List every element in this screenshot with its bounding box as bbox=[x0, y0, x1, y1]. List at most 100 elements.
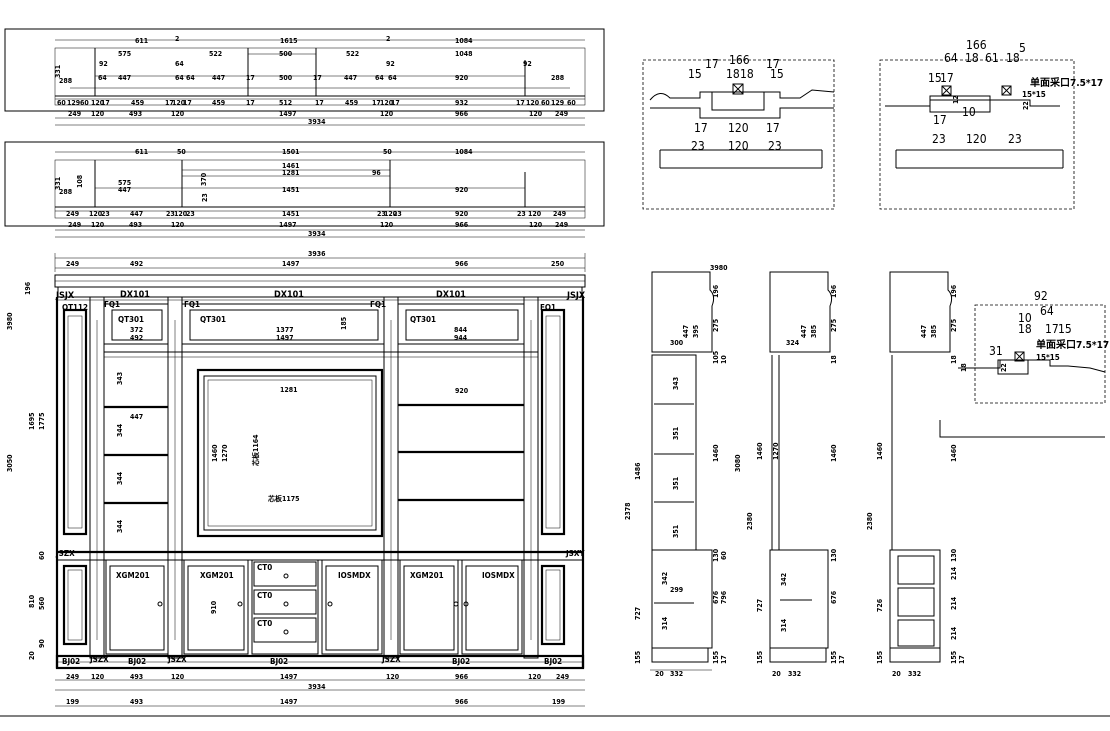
plan-a-dim: 120 bbox=[380, 110, 394, 118]
detail-2-dim: 17 bbox=[933, 113, 947, 127]
elev-dim: 60 bbox=[38, 551, 46, 560]
section-1-dim: 60 bbox=[720, 551, 728, 560]
plan-a-dim: 459 bbox=[212, 99, 225, 107]
plan-a-dim: 64 bbox=[175, 74, 184, 82]
detail-2-dim: 18 bbox=[1006, 51, 1020, 65]
detail-3-dim: 64 bbox=[1040, 304, 1054, 318]
elev-top-seg: 249 bbox=[66, 260, 79, 268]
elev-label: QT301 bbox=[118, 315, 144, 324]
detail-2-note: 15*15 bbox=[1022, 90, 1046, 99]
detail-3-dim: 18 bbox=[1018, 322, 1032, 336]
section-1-dim: 275 bbox=[712, 319, 720, 332]
section-2-dim: 20 bbox=[772, 670, 781, 678]
plan-a-dim: 64 bbox=[186, 74, 195, 82]
detail-2-dim: 22 bbox=[1022, 101, 1030, 110]
section-1-dim: 447 bbox=[682, 325, 690, 338]
elev-dim: 1775 bbox=[38, 412, 46, 430]
elev-label: XGM201 bbox=[410, 571, 444, 580]
plan-a-dim: 92 bbox=[386, 60, 395, 68]
elev-label: XGM201 bbox=[200, 571, 234, 580]
plan-a-dim: 1048 bbox=[455, 50, 473, 58]
elev-dim: 344 bbox=[116, 519, 124, 533]
section-2-dim: 196 bbox=[830, 284, 838, 298]
section-3-dim: 20 bbox=[892, 670, 901, 678]
plan-a-dim: 512 bbox=[279, 99, 292, 107]
plan-b-dim: 1497 bbox=[279, 221, 297, 229]
elev-bot-seg: 493 bbox=[130, 673, 143, 681]
plan-b-dim: 447 bbox=[130, 210, 143, 218]
elev-label: FQ1 bbox=[540, 303, 556, 312]
plan-view-a: 611 2 1615 2 1084 575 522 500 522 1048 3… bbox=[4, 28, 605, 126]
elev-bot-seg2: 199 bbox=[66, 698, 79, 706]
elev-label: CT0 bbox=[257, 619, 272, 628]
detail-2-dim: 15 bbox=[928, 71, 942, 85]
elev-dim: 810 bbox=[28, 594, 36, 608]
plan-b-dim: 50 bbox=[177, 148, 186, 156]
elev-dim: 844 bbox=[454, 326, 468, 334]
elev-top-total: 3936 bbox=[308, 250, 326, 258]
plan-a-dim: 92 bbox=[523, 60, 532, 68]
section-2-dim: 385 bbox=[810, 325, 818, 338]
plan-b-dim: 120 bbox=[384, 210, 398, 218]
plan-b-dim: 96 bbox=[372, 169, 381, 177]
plan-b-dim: 249 bbox=[553, 210, 566, 218]
plan-b-dim: 447 bbox=[118, 186, 131, 194]
elev-label: XGM201 bbox=[116, 571, 150, 580]
plan-a-dim: 120 bbox=[171, 110, 185, 118]
plan-b-dim: 23 bbox=[166, 210, 175, 218]
section-1-dim: 351 bbox=[672, 525, 680, 538]
elev-label: CT0 bbox=[257, 591, 272, 600]
section-1-dim: 2378 bbox=[624, 502, 632, 520]
plan-b-dim: 120 bbox=[174, 210, 188, 218]
elev-dim: 芯板1164 bbox=[251, 434, 260, 466]
plan-a-dim: 920 bbox=[455, 74, 469, 82]
plan-b-dim: 1451 bbox=[282, 186, 300, 194]
detail-2-dim: 64 bbox=[944, 51, 958, 65]
detail-3-dim: 92 bbox=[1034, 289, 1048, 303]
detail-2-dim: 23 bbox=[932, 132, 946, 146]
plan-b-dim: 23 bbox=[186, 210, 195, 218]
section-3-dim: 214 bbox=[950, 596, 958, 610]
plan-a-dim: 1497 bbox=[279, 110, 297, 118]
elev-label: BJ02 bbox=[128, 657, 146, 666]
plan-a-dim: 17 bbox=[391, 99, 400, 107]
plan-b-dim: 611 bbox=[135, 148, 148, 156]
plan-a-dim: 932 bbox=[455, 99, 468, 107]
plan-a-dim: 611 bbox=[135, 37, 148, 45]
section-1-dim: 3080 bbox=[734, 454, 742, 472]
elev-label: IOSMDX bbox=[338, 571, 371, 580]
section-3-dim: 214 bbox=[950, 566, 958, 580]
detail-2-dim: 17 bbox=[940, 71, 954, 85]
section-1-dim: 727 bbox=[634, 607, 642, 620]
detail-1-dim: 18 bbox=[740, 67, 754, 81]
elev-dim: 1281 bbox=[280, 386, 298, 394]
plan-a-dim: 1615 bbox=[280, 37, 298, 45]
plan-a-dim: 17 bbox=[101, 99, 110, 107]
detail-2-note: 单面采口7.5*17 bbox=[1030, 76, 1103, 89]
elev-top-seg: 492 bbox=[130, 260, 143, 268]
section-1-dim: 196 bbox=[712, 284, 720, 298]
plan-a-dim: 288 bbox=[59, 77, 72, 85]
elev-label: FQ1 bbox=[370, 300, 386, 309]
plan-a-dim: 120 bbox=[380, 99, 394, 107]
plan-a-dim: 966 bbox=[455, 110, 469, 118]
elev-dim: 447 bbox=[130, 413, 143, 421]
plan-b-dim: 966 bbox=[455, 221, 469, 229]
detail-1-dim: 17 bbox=[694, 121, 708, 135]
plan-a-dim: 447 bbox=[118, 74, 131, 82]
section-2: 447 385 324 1460 1270 2380 727 342 314 1… bbox=[746, 271, 846, 678]
elev-label: QT301 bbox=[200, 315, 226, 324]
section-1-dim: 155 bbox=[712, 651, 720, 664]
plan-a-dim: 64 bbox=[375, 74, 384, 82]
plan-a-total: 3934 bbox=[308, 118, 326, 126]
section-1-dim: 796 bbox=[720, 590, 728, 604]
detail-2-dim: 12 bbox=[952, 95, 960, 104]
detail-1-dim: 17 bbox=[705, 57, 719, 71]
elev-dim: 196 bbox=[24, 281, 32, 295]
plan-b-dim: 23 bbox=[377, 210, 386, 218]
section-1: 447 395 300 343 351 351 351 1486 2378 72… bbox=[624, 264, 742, 678]
plan-a-dim: 60 bbox=[541, 99, 550, 107]
section-1-dim: 105 bbox=[712, 351, 720, 364]
section-2-dim: 275 bbox=[830, 319, 838, 332]
section-1-dim: 10 bbox=[720, 355, 728, 364]
